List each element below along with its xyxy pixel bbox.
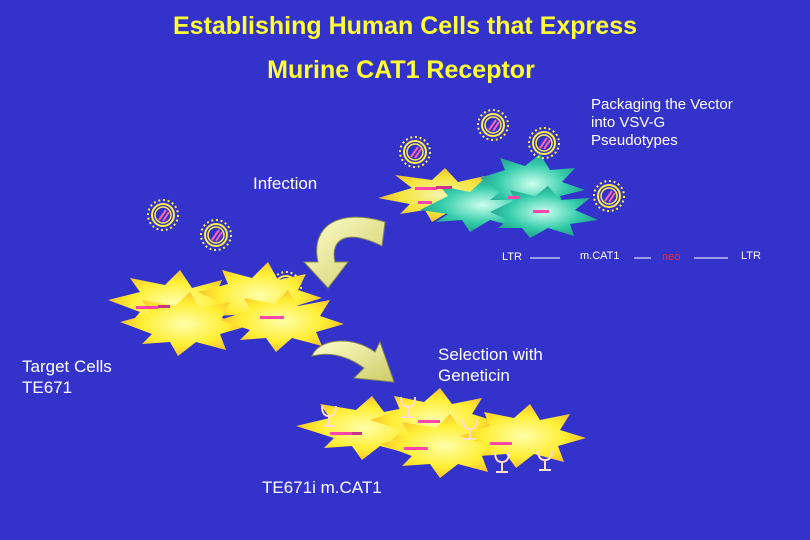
packaging-label: Packaging the Vector into VSV-G Pseudoty… [591, 96, 733, 149]
vector-ltr-right: LTR [741, 250, 761, 262]
target-cells-label: Target Cells TE671 [22, 357, 112, 397]
vector-marker: neo [662, 251, 681, 263]
vector-gene: m.CAT1 [580, 250, 620, 262]
result-cells-label: TE671i m.CAT1 [262, 478, 382, 497]
selection-label: Selection with Geneticin [438, 345, 543, 385]
producer-cells [378, 154, 598, 238]
result-cells [296, 388, 586, 478]
infection-label: Infection [253, 174, 318, 193]
slide-title-line1: Establishing Human Cells that Express [172, 12, 637, 40]
process-arrows [302, 216, 395, 383]
vector-ltr-left: LTR [502, 251, 522, 263]
target-cells [108, 262, 344, 356]
slide-title-line2: Murine CAT1 Receptor [267, 56, 535, 84]
